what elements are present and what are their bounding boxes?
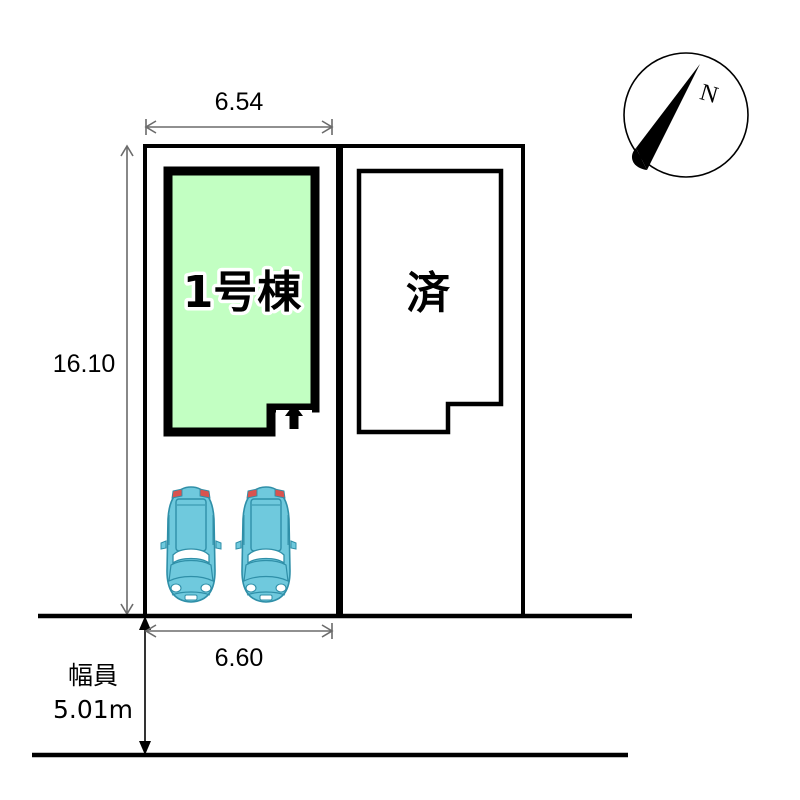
dimension-road-width: 幅員 5.01m [53, 616, 151, 755]
compass-north-label: N [697, 79, 721, 109]
dimension-top-width-label: 6.54 [215, 88, 264, 116]
road-width-label-line2: 5.01m [53, 695, 133, 724]
road-width-label-line1: 幅員 [68, 661, 118, 690]
building-right [356, 168, 504, 435]
dimension-left-height-label: 16.10 [53, 350, 116, 378]
entrance-marker [276, 404, 312, 430]
dimension-top-width: 6.54 [144, 88, 334, 135]
building-left [163, 166, 320, 437]
dimension-frontage-width-label: 6.60 [215, 644, 264, 672]
parked-car-2 [235, 486, 297, 603]
up-arrow-icon [285, 404, 303, 429]
building-left-label: 1号棟 [183, 267, 303, 318]
parked-car-1 [160, 486, 222, 603]
dimension-left-height: 16.10 [53, 144, 134, 616]
dimension-frontage-width: 6.60 [144, 623, 334, 672]
building-left-label-group: 1号棟 1号棟 [179, 264, 306, 322]
building-right-label-group: 済 [406, 268, 451, 319]
compass-rose-icon: N [623, 52, 749, 178]
building-right-label: 済 [406, 268, 451, 319]
building-left-label-halo: 1号棟 [183, 267, 303, 318]
